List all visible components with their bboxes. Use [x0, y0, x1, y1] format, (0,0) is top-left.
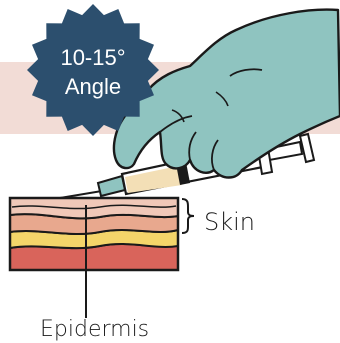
skin-bracket: [182, 199, 194, 233]
syringe-hub: [98, 176, 125, 196]
skin-tissue-diagram: [10, 198, 178, 318]
badge-line1: 10-15°: [60, 45, 125, 70]
syringe-plunger-end: [300, 134, 314, 162]
epidermis-label: Epidermis: [40, 317, 149, 342]
angle-badge: 10-15° Angle: [27, 4, 159, 136]
badge-line2: Angle: [65, 74, 121, 99]
badge-starburst: [27, 4, 159, 136]
skin-label: Skin: [204, 208, 255, 236]
